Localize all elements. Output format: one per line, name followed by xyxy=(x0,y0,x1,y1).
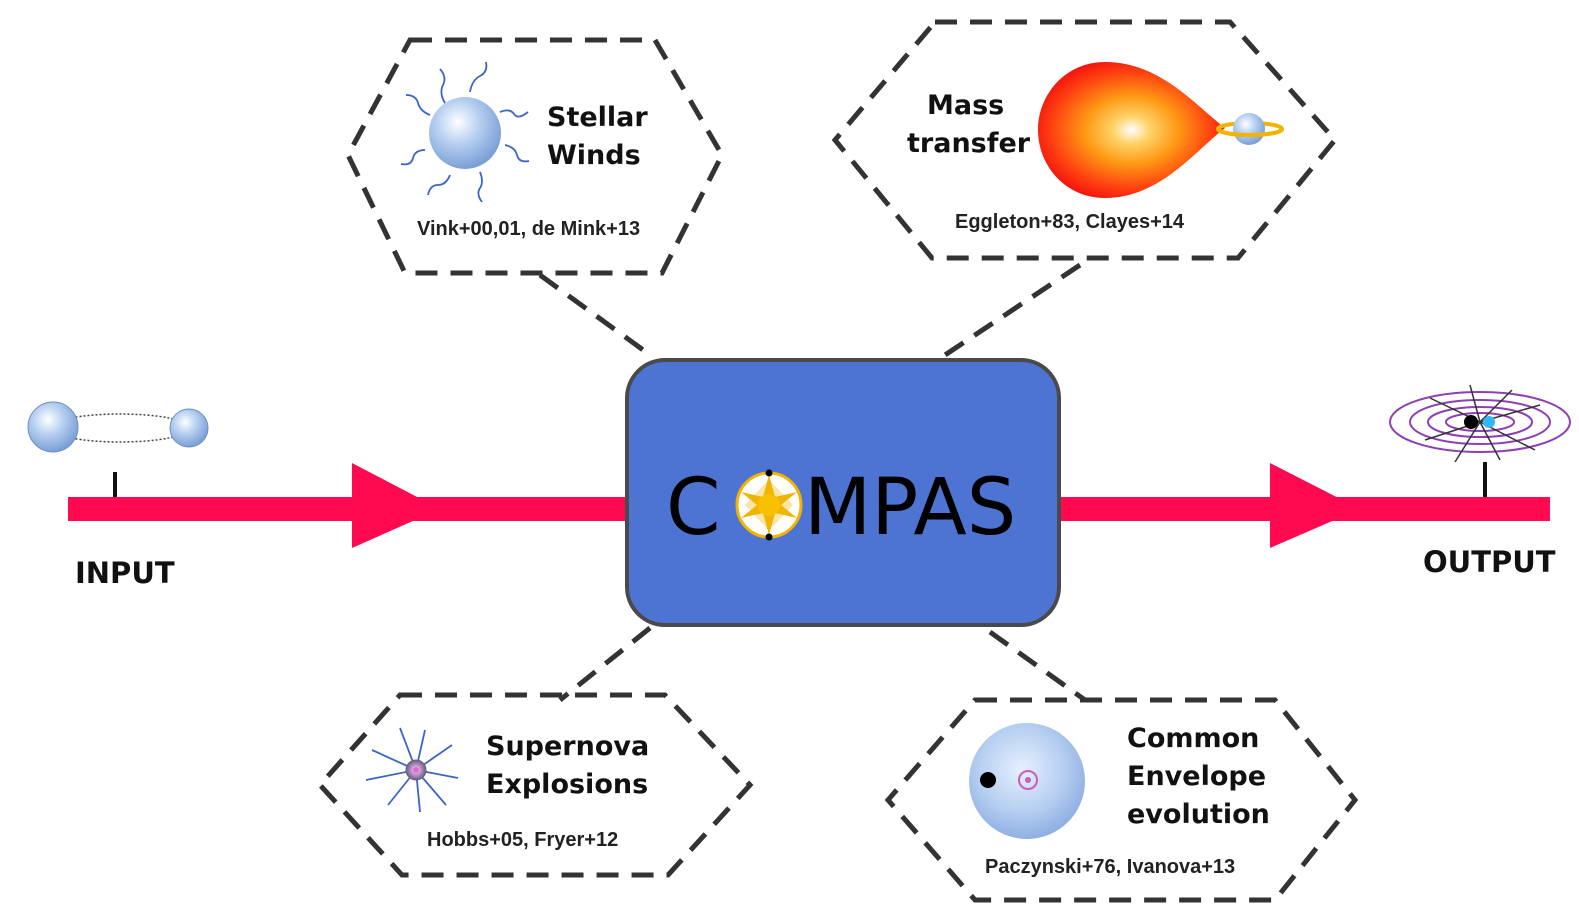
supernova-title-line1: Supernova xyxy=(486,731,649,762)
hexagon-supernova xyxy=(316,692,754,878)
compas-logo-mpas: MPAS xyxy=(804,463,1016,553)
module-supernova: Supernova Explosions Hobbs+05, Fryer+12 xyxy=(316,692,754,878)
flow-bar-left xyxy=(68,497,633,521)
hexagon-mass-transfer xyxy=(831,19,1339,261)
mass-transfer-title-line2: transfer xyxy=(907,128,1031,159)
module-stellar-winds: Stellar Winds Vink+00,01, de Mink+13 xyxy=(345,37,725,276)
stellar-winds-title-line1: Stellar xyxy=(547,102,648,133)
connector-stellar-winds xyxy=(538,272,652,358)
arrowhead-left xyxy=(352,463,440,548)
input-label: INPUT xyxy=(75,556,175,590)
common-envelope-citation: Paczynski+76, Ivanova+13 xyxy=(985,856,1235,878)
mass-transfer-citation: Eggleton+83, Clayes+14 xyxy=(955,211,1185,233)
binary-stars-icon xyxy=(27,401,209,453)
common-envelope-title-line1: Common xyxy=(1127,723,1259,754)
compas-sun-icon xyxy=(735,469,803,541)
compas-logo-c: C xyxy=(666,463,720,553)
common-envelope-icon xyxy=(969,723,1085,839)
module-mass-transfer: Mass transfer Eggleton+83, Clayes+14 xyxy=(831,19,1339,261)
common-envelope-title-line2: Envelope xyxy=(1127,761,1266,792)
supernova-citation: Hobbs+05, Fryer+12 xyxy=(427,829,618,851)
connector-common-envelope xyxy=(988,629,1087,703)
merger-waves-icon xyxy=(1389,384,1571,463)
wind-star-icon xyxy=(400,61,530,203)
connector-mass-transfer xyxy=(943,262,1082,358)
hexagon-common-envelope xyxy=(884,697,1359,903)
connector-supernova xyxy=(558,626,652,702)
stellar-winds-citation: Vink+00,01, de Mink+13 xyxy=(417,218,640,240)
connectors xyxy=(538,262,1087,703)
flow-arrow xyxy=(68,462,1550,548)
common-envelope-title-line3: evolution xyxy=(1127,799,1270,830)
stellar-winds-title-line2: Winds xyxy=(547,140,641,171)
supernova-icon xyxy=(365,727,459,813)
roche-lobe-icon xyxy=(1038,62,1284,198)
module-common-envelope: Common Envelope evolution Paczynski+76, … xyxy=(884,697,1359,903)
supernova-title-line2: Explosions xyxy=(486,769,648,800)
arrowhead-right xyxy=(1270,463,1360,548)
hexagon-stellar-winds xyxy=(345,37,725,276)
output-label: OUTPUT xyxy=(1423,545,1556,579)
compas-box: C MPAS xyxy=(625,358,1061,627)
mass-transfer-title-line1: Mass xyxy=(927,90,1004,121)
